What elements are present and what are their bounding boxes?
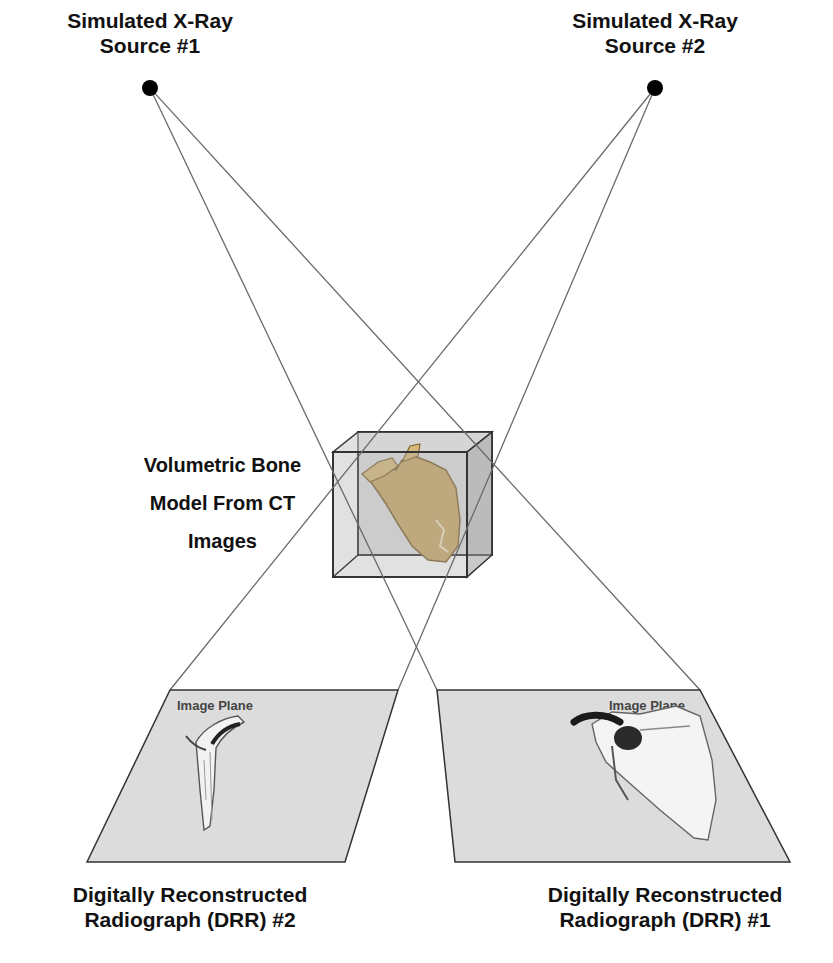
scapula-outline [196, 716, 244, 830]
spine-shadow [212, 724, 240, 744]
label-text: Volumetric Bone Model From CT Images [144, 454, 301, 552]
source-label: Simulated X-Ray Source #1 [50, 8, 250, 58]
cube-side-face [467, 432, 492, 577]
acromion-shadow [186, 736, 206, 750]
xray-beam [170, 94, 652, 690]
xray-beam [153, 94, 700, 690]
source-label: Simulated X-Ray Source #2 [555, 8, 755, 58]
cube-edge [333, 555, 358, 577]
plane-caption: Digitally Reconstructed Radiograph (DRR)… [33, 882, 347, 932]
plane-outline [87, 690, 398, 862]
xray-source: Simulated X-Ray Source #2 [555, 8, 755, 96]
source-point [142, 80, 158, 96]
source-point [647, 80, 663, 96]
image-plane: Image PlaneDigitally Reconstructed Radio… [437, 690, 790, 862]
plane-shape [87, 690, 398, 862]
plane-shape [437, 690, 790, 862]
plane-title: Image Plane [177, 698, 253, 713]
image-plane: Image PlaneDigitally Reconstructed Radio… [87, 690, 398, 862]
model-label: Volumetric Bone Model From CT Images [135, 446, 310, 560]
plane-caption: Digitally Reconstructed Radiograph (DRR)… [508, 882, 822, 932]
bone-edge [204, 752, 212, 820]
glenoid-shadow [614, 726, 642, 750]
drr-lateral-view [186, 716, 244, 830]
scapula-outline [592, 706, 716, 840]
spine-line [640, 726, 690, 730]
plane-outline [437, 690, 790, 862]
ct-volume-cube [333, 432, 492, 577]
plane-title: Image Plane [609, 698, 685, 713]
xray-source: Simulated X-Ray Source #1 [50, 8, 250, 96]
lateral-border [612, 746, 628, 800]
acromion-shadow [574, 715, 620, 722]
drr-frontal-view [574, 706, 716, 840]
